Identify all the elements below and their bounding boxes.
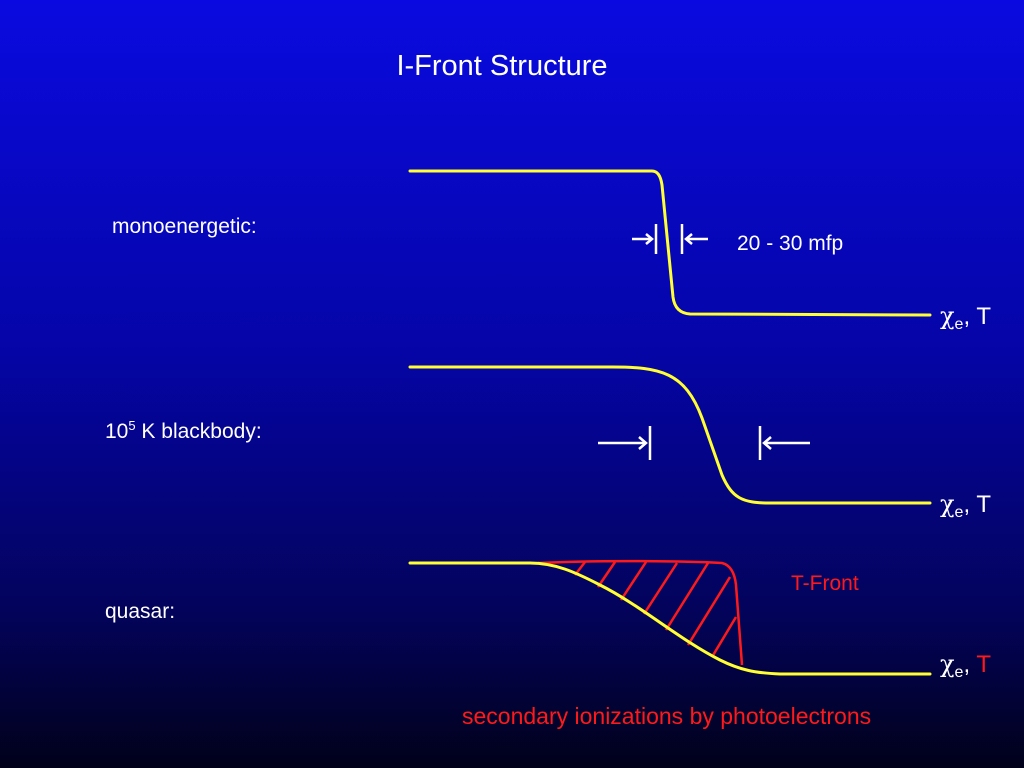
chi-e-t-label-row2: χe, T xyxy=(940,490,992,521)
label-blackbody: 105 K blackbody: xyxy=(105,418,262,444)
blackbody-profile-curve xyxy=(408,365,932,505)
label-monoenergetic: monoenergetic: xyxy=(112,215,257,238)
footnote: secondary ionizations by photoelectrons xyxy=(462,703,872,729)
width-marker-arrows-row1 xyxy=(632,224,708,254)
label-blackbody-rest: K blackbody: xyxy=(135,420,262,443)
chi-subscript: e xyxy=(954,664,964,681)
temperature-symbol: T xyxy=(976,491,992,518)
t-front-hatch-region xyxy=(537,559,744,666)
chi-separator: , xyxy=(963,491,971,518)
chi-e-t-label-row1: χe, T xyxy=(940,302,992,333)
chi-separator: , xyxy=(963,651,971,678)
chi-e-t-label-row3: χe, T xyxy=(940,650,992,681)
chi-subscript: e xyxy=(954,504,964,521)
temperature-symbol-red: T xyxy=(976,651,992,678)
width-label: 20 - 30 mfp xyxy=(737,232,844,255)
label-blackbody-base: 10 xyxy=(105,420,129,443)
slide-title: I-Front Structure xyxy=(396,50,608,82)
chi-separator: , xyxy=(963,303,971,330)
width-marker-arrows-row2 xyxy=(598,426,810,460)
label-blackbody-exponent: 5 xyxy=(128,418,136,433)
chi-subscript: e xyxy=(954,316,964,333)
chi-symbol: χ xyxy=(940,302,955,330)
chi-symbol: χ xyxy=(940,650,955,678)
quasar-profile-curve xyxy=(408,561,932,676)
temperature-symbol: T xyxy=(976,303,992,330)
monoenergetic-profile-curve xyxy=(408,169,932,317)
label-quasar: quasar: xyxy=(105,600,176,623)
chi-symbol: χ xyxy=(940,490,955,518)
t-front-label: T-Front xyxy=(791,572,859,595)
